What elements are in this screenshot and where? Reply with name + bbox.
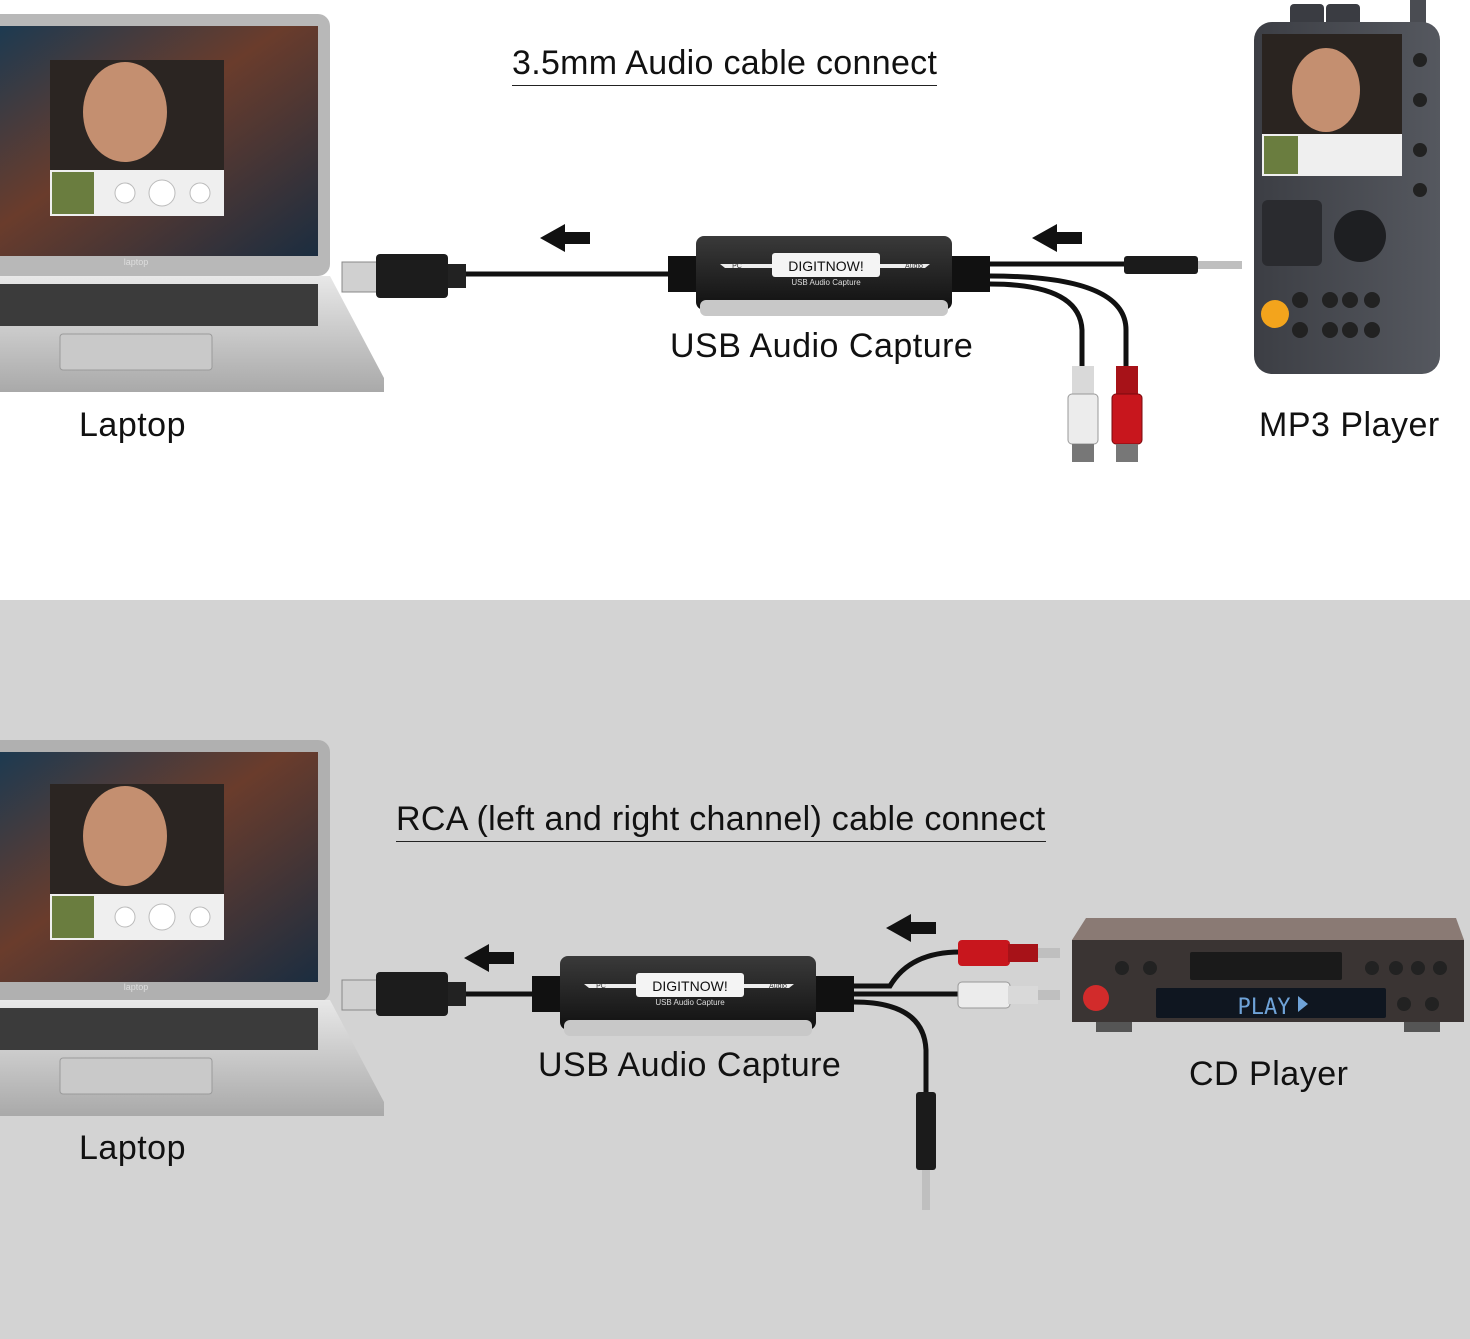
rca-white-plug <box>957 981 1060 1009</box>
rca-red-cable <box>989 273 1129 370</box>
usb-plug <box>341 972 466 1016</box>
panel-rca-connection: laptop DIGITNOW! USB Audio Capture PC Au… <box>0 600 1470 1339</box>
adapter-left-tag: PC <box>732 263 742 270</box>
rca-white-plug <box>1067 366 1099 462</box>
keyboard <box>0 1008 318 1050</box>
signal-arrow-icon <box>886 914 936 942</box>
laptop-label: Laptop <box>79 406 186 444</box>
laptop-label: Laptop <box>79 1129 186 1167</box>
adapter-left-tag: PC <box>596 983 606 990</box>
cd-display: PLAY <box>1238 995 1291 1020</box>
adapter-label: USB Audio Capture <box>670 327 974 365</box>
adapter-brand: DIGITNOW! <box>652 978 727 994</box>
usb-audio-adapter: DIGITNOW! USB Audio Capture PC Audio <box>668 236 990 316</box>
adapter-sub: USB Audio Capture <box>655 998 725 1007</box>
adapter-right-tag: Audio <box>905 263 923 270</box>
power-icon <box>1083 985 1109 1011</box>
rca-red-cable <box>854 949 961 989</box>
mp3-player-illustration <box>1254 0 1440 374</box>
signal-arrow-icon <box>540 224 590 252</box>
audio-3-5mm-cable <box>853 999 929 1100</box>
diagram-rca: laptop DIGITNOW! USB Audio Capture PC Au… <box>0 740 1464 1210</box>
usb-audio-adapter: DIGITNOW! USB Audio Capture PC Audio <box>532 956 854 1036</box>
panel-3-5mm-connection: laptop DIGITNOW! USB Audio Capture PC Au… <box>0 0 1470 600</box>
signal-arrow-icon <box>1032 224 1082 252</box>
laptop-illustration: laptop <box>0 14 384 392</box>
connection-heading: 3.5mm Audio cable connect <box>512 44 938 86</box>
signal-arrow-icon <box>464 944 514 972</box>
adapter-sub: USB Audio Capture <box>791 278 861 287</box>
laptop-illustration: laptop <box>0 740 384 1116</box>
source-label: CD Player <box>1189 1055 1349 1093</box>
source-label: MP3 Player <box>1259 406 1440 444</box>
connection-heading: RCA (left and right channel) cable conne… <box>396 800 1046 842</box>
adapter-label: USB Audio Capture <box>538 1046 842 1084</box>
cd-player-illustration: PLAY <box>1072 918 1464 1032</box>
rca-red-plug <box>958 940 1060 966</box>
adapter-right-tag: Audio <box>769 983 787 990</box>
usb-plug <box>341 254 466 298</box>
diagram-3-5mm: laptop DIGITNOW! USB Audio Capture PC Au… <box>0 0 1440 462</box>
rca-white-cable <box>989 281 1085 370</box>
keyboard <box>0 284 318 326</box>
adapter-brand: DIGITNOW! <box>788 258 863 274</box>
play-icon <box>1298 996 1308 1012</box>
laptop-brand: laptop <box>124 257 149 267</box>
rca-red-plug <box>1111 366 1143 462</box>
laptop-brand: laptop <box>124 982 149 992</box>
